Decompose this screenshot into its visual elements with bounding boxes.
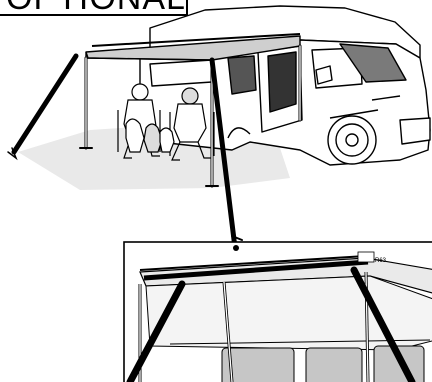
detail-inset: R63 [124,242,432,382]
inset-tag [358,252,374,262]
inset-tag-text: R63 [375,258,387,264]
optional-label-text: OPTIONAL [6,0,166,18]
optional-label-box: OPTIONAL [0,0,188,16]
inset-pointer [233,245,239,251]
